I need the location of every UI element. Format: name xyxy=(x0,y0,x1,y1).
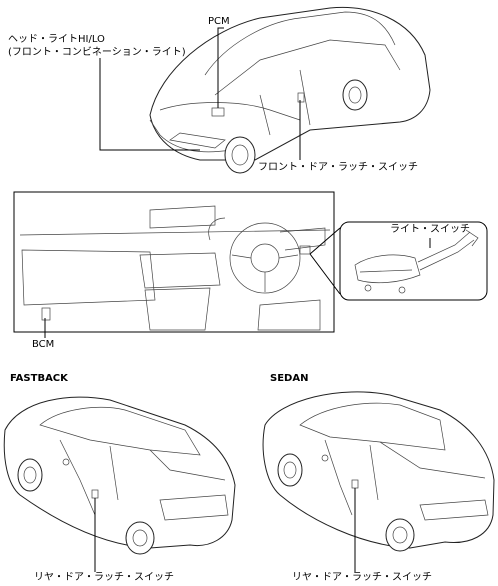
sedan-illustration xyxy=(262,391,495,552)
light-switch-marker xyxy=(299,245,311,255)
top-sedan-illustration xyxy=(149,6,431,174)
bcm-label: BCM xyxy=(32,339,55,350)
pcm-label: PCM xyxy=(208,16,230,27)
light-switch-detail-callout xyxy=(309,221,488,301)
pcm-leader xyxy=(217,27,224,108)
light-switch-label: ライト・スイッチ xyxy=(390,224,470,235)
front-door-switch-marker xyxy=(297,92,305,103)
sedan-rear-door-switch-label: リヤ・ドア・ラッチ・スイッチ xyxy=(292,572,432,583)
fastback-heading: FASTBACK xyxy=(10,373,68,384)
fastback-rear-door-switch-label: リヤ・ドア・ラッチ・スイッチ xyxy=(34,572,174,583)
interior-dashboard-illustration xyxy=(13,191,335,333)
bcm-marker xyxy=(41,307,51,321)
sedan-heading: SEDAN xyxy=(270,373,309,384)
headlight-label-line1: ヘッド・ライトHI/LO xyxy=(8,34,105,45)
headlight-leader xyxy=(99,58,200,151)
headlight-label-line2: (フロント・コンビネーション・ライト) xyxy=(8,47,186,58)
fastback-illustration xyxy=(3,396,236,555)
front-door-switch-label: フロント・ドア・ラッチ・スイッチ xyxy=(258,162,418,173)
